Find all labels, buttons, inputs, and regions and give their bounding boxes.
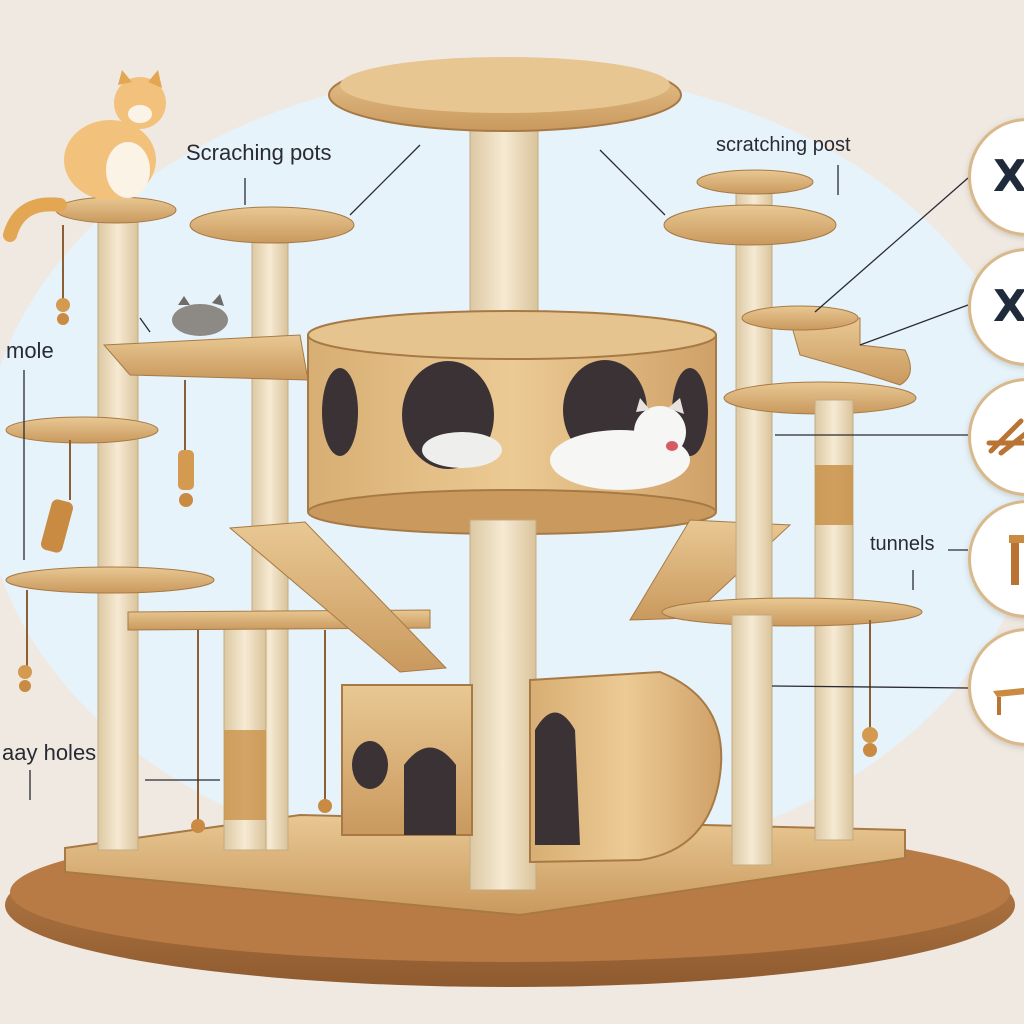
right-lower-platform <box>661 597 923 627</box>
leader-lines <box>23 144 969 800</box>
furniture-icon <box>1009 535 1024 585</box>
tunnel-opening <box>535 712 580 845</box>
curved-bridge <box>789 317 911 386</box>
left-ramp <box>228 521 448 673</box>
deck-chair-icon <box>986 418 1024 456</box>
drum-hole-1 <box>322 368 358 456</box>
left-top-platform <box>55 196 177 224</box>
x-icon: X <box>993 151 1024 202</box>
left-shelf-1 <box>5 416 159 444</box>
upper-left-platform <box>189 206 355 244</box>
right-curl-platform <box>741 305 859 331</box>
box-hole-small <box>352 741 388 789</box>
right-upper-platform <box>663 204 837 246</box>
x-icon: X <box>993 281 1024 332</box>
right-small-top-platform <box>696 169 814 195</box>
box-door <box>404 747 456 835</box>
orange-cat <box>3 70 166 242</box>
label-mole: mole <box>6 338 54 363</box>
gray-cat-sleeping <box>172 294 228 336</box>
center-lower-post <box>469 519 537 891</box>
bench-icon <box>993 687 1024 715</box>
left-shelf-2 <box>5 566 215 594</box>
right-lower-post <box>731 614 773 866</box>
left-tall-post <box>97 209 139 851</box>
label-scratching-post: scratching post <box>716 134 851 156</box>
label-tunnels: tunnels <box>870 533 935 555</box>
center-top-post <box>469 104 539 316</box>
label-play-holes: aay holes <box>2 740 97 765</box>
label-scratching-pots: Scraching pots <box>186 140 332 165</box>
hanging-toys <box>26 225 871 820</box>
white-cat <box>422 398 690 490</box>
